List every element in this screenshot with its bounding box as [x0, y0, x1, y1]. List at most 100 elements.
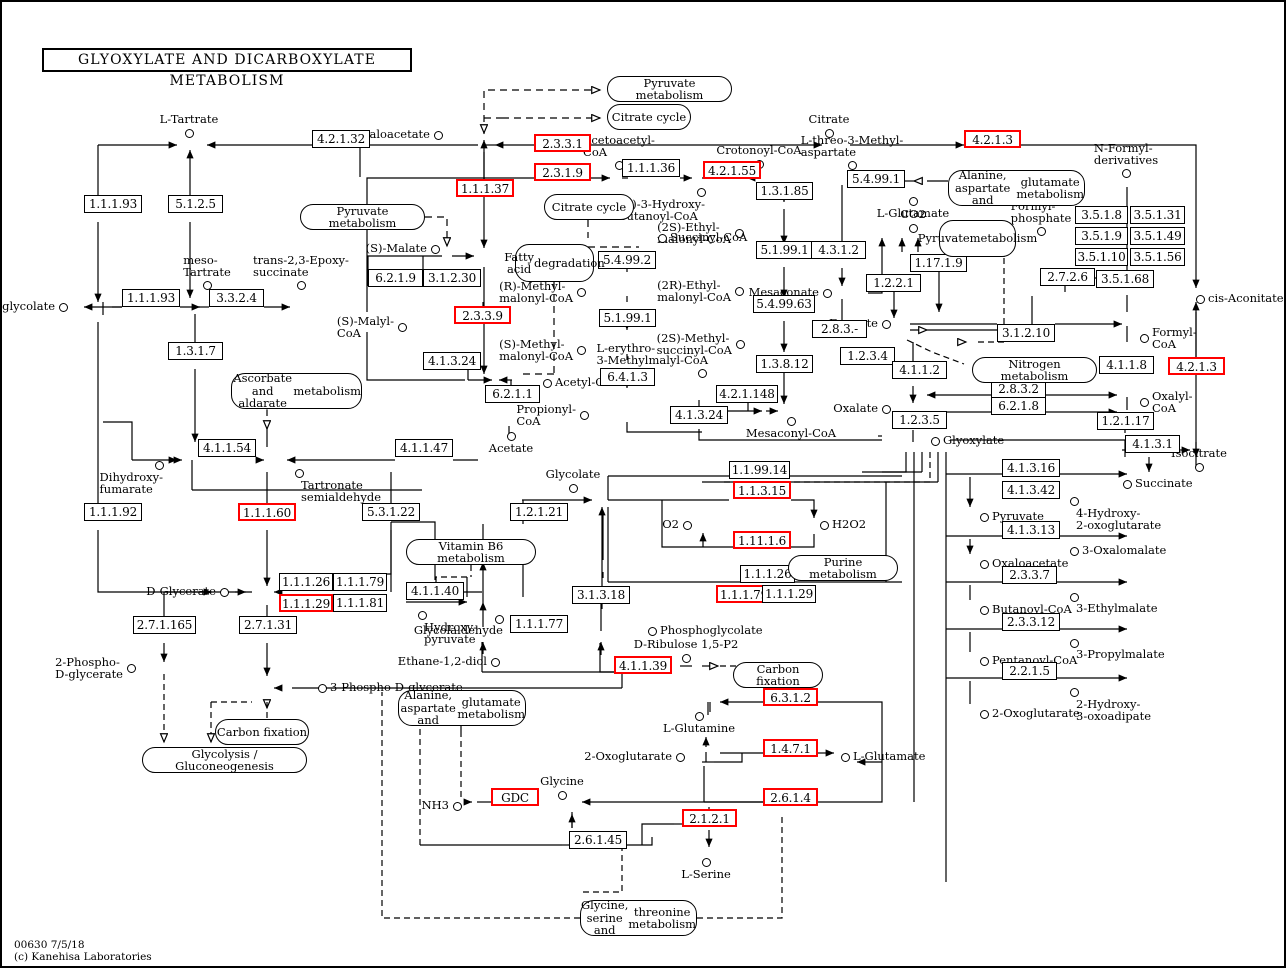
enzyme-box-ec-1-2-1-17[interactable]: 1.2.1.17: [1097, 412, 1154, 430]
compound-node-mesaconyl-coa[interactable]: [786, 416, 796, 426]
compound-node-glyoxylate[interactable]: [930, 436, 940, 446]
enzyme-box-ec-5-4-99-2[interactable]: 5.4.99.2: [598, 251, 656, 269]
compound-node-pyruvate-r[interactable]: [979, 512, 989, 522]
compound-node-l-glutamine[interactable]: [694, 711, 704, 721]
compound-node-dihydroxyfumarate[interactable]: [154, 460, 164, 470]
enzyme-box-ec-4-2-1-32[interactable]: 4.2.1.32: [312, 130, 370, 148]
compound-node-l-serine[interactable]: [701, 857, 711, 867]
compound-node-2-hydroxy-3-oxoadipate[interactable]: [1069, 687, 1079, 697]
enzyme-box-ec-6-2-1-1[interactable]: 6.2.1.1: [485, 385, 540, 403]
enzyme-box-ec-1-1-1-77[interactable]: 1.1.1.77: [510, 615, 568, 633]
compound-node-cis-aconitate[interactable]: [1195, 294, 1205, 304]
compound-node-meso-tartrate[interactable]: [202, 280, 212, 290]
compound-node-tartronate-semialdehyde[interactable]: [294, 468, 304, 478]
enzyme-box-ec-2-7-1-31[interactable]: 2.7.1.31: [239, 616, 297, 634]
compound-node-ethane-1-2-diol[interactable]: [490, 657, 500, 667]
enzyme-box-ec-4-1-1-39[interactable]: 4.1.1.39: [614, 656, 672, 674]
enzyme-box-ec-1-1-1-81[interactable]: 1.1.1.81: [333, 594, 387, 612]
compound-node-3-ethylmalate[interactable]: [1069, 592, 1079, 602]
enzyme-box-ec-5-1-2-5[interactable]: 5.1.2.5: [168, 195, 223, 213]
compound-node-3-propylmalate[interactable]: [1069, 638, 1079, 648]
enzyme-box-ec-1-1-1-37[interactable]: 1.1.1.37: [456, 179, 514, 197]
compound-node-2-phospho-d-glycerate[interactable]: [126, 663, 136, 673]
compound-node-l-tartrate[interactable]: [184, 128, 194, 138]
compound-node-2s-methylsuccinyl-coa[interactable]: [735, 339, 745, 349]
enzyme-box-ec-1-3-1-85[interactable]: 1.3.1.85: [756, 182, 813, 200]
enzyme-box-ec-2-6-1-45[interactable]: 2.6.1.45: [569, 831, 627, 849]
compound-node-succinate[interactable]: [1122, 479, 1132, 489]
compound-node-hydroxypyruvate[interactable]: [417, 610, 427, 620]
enzyme-box-ec-4-1-3-16[interactable]: 4.1.3.16: [1002, 459, 1060, 477]
pathway-link-pw-vitamin-b6[interactable]: Vitamin B6 metabolism: [406, 539, 536, 565]
compound-node-glycolate[interactable]: [568, 483, 578, 493]
enzyme-box-ec-2-6-1-4[interactable]: 2.6.1.4: [763, 788, 818, 806]
compound-node-oxaloglycolate[interactable]: [58, 302, 68, 312]
compound-node-glycolaldehyde[interactable]: [494, 614, 504, 624]
compound-node-2r-ethylmalonyl-coa[interactable]: [734, 286, 744, 296]
enzyme-box-ec-1-1-1-93-b[interactable]: 1.1.1.93: [122, 289, 180, 307]
compound-node-2-oxoglutarate-bot[interactable]: [675, 752, 685, 762]
enzyme-box-ec-4-2-1-3-b[interactable]: 4.2.1.3: [1168, 357, 1225, 375]
enzyme-box-ec-4-1-1-8[interactable]: 4.1.1.8: [1099, 356, 1154, 374]
enzyme-box-ec-2-3-3-7[interactable]: 2.3.3.7: [1002, 566, 1057, 584]
enzyme-box-ec-2-8-3-2[interactable]: 2.8.3.2: [991, 380, 1046, 398]
compound-node-isocitrate[interactable]: [1194, 462, 1204, 472]
pathway-link-pw-purine[interactable]: Purine metabolism: [788, 555, 898, 581]
compound-node-acetyl-coa[interactable]: [542, 378, 552, 388]
enzyme-box-ec-3-5-1-8[interactable]: 3.5.1.8: [1075, 206, 1128, 224]
compound-node-pentanoyl-coa[interactable]: [979, 656, 989, 666]
compound-node-formyl-coa[interactable]: [1139, 333, 1149, 343]
enzyme-box-ec-3-5-1-56[interactable]: 3.5.1.56: [1130, 248, 1185, 266]
enzyme-box-ec-1-1-1-93-a[interactable]: 1.1.1.93: [84, 195, 142, 213]
pathway-link-pw-citrate-cycle-mid[interactable]: Citrate cycle: [544, 194, 634, 220]
enzyme-box-ec-2-7-1-165[interactable]: 2.7.1.165: [133, 616, 196, 634]
enzyme-box-ec-3-1-2-30[interactable]: 3.1.2.30: [423, 269, 481, 287]
compound-node-s-malate[interactable]: [430, 244, 440, 254]
enzyme-box-ec-2-2-1-5[interactable]: 2.2.1.5: [1002, 662, 1057, 680]
pathway-link-pw-carbon-fixation-b[interactable]: Carbon fixation: [215, 719, 309, 745]
enzyme-box-ec-4-3-1-2[interactable]: 4.3.1.2: [811, 241, 866, 259]
pathway-link-pw-nitrogen[interactable]: Nitrogen metabolism: [972, 357, 1097, 383]
enzyme-box-ec-4-1-1-40[interactable]: 4.1.1.40: [406, 582, 464, 600]
enzyme-box-ec-4-2-1-3-a[interactable]: 4.2.1.3: [964, 130, 1021, 148]
enzyme-box-ec-1-1-1-29-b[interactable]: 1.1.1.29: [762, 585, 816, 603]
compound-node-2s-ethylmalonyl-coa[interactable]: [734, 228, 744, 238]
compound-node-r-methylmalonyl-coa[interactable]: [576, 287, 586, 297]
enzyme-box-ec-1-1-99-14[interactable]: 1.1.99.14: [729, 461, 790, 479]
enzyme-box-ec-1-3-1-7[interactable]: 1.3.1.7: [168, 342, 223, 360]
enzyme-box-ec-1-2-3-4[interactable]: 1.2.3.4: [840, 347, 895, 365]
compound-node-s-methylmalonyl-coa[interactable]: [576, 345, 586, 355]
enzyme-box-ec-2-7-2-6[interactable]: 2.7.2.6: [1040, 268, 1095, 286]
enzyme-box-ec-1-4-7-1[interactable]: 1.4.7.1: [763, 739, 818, 757]
enzyme-box-ec-1-1-1-79-a[interactable]: 1.1.1.79: [333, 573, 387, 591]
compound-node-citrate[interactable]: [824, 128, 834, 138]
enzyme-box-ec-1-2-1-21[interactable]: 1.2.1.21: [510, 503, 568, 521]
compound-node-3-oxalomalate[interactable]: [1069, 546, 1079, 556]
enzyme-box-ec-1-2-3-5[interactable]: 1.2.3.5: [892, 411, 947, 429]
enzyme-box-ec-6-4-1-3[interactable]: 6.4.1.3: [600, 368, 655, 386]
pathway-link-pw-pyruvate-left[interactable]: Pyruvate metabolism: [300, 204, 425, 230]
enzyme-box-ec-2-3-1-9[interactable]: 2.3.1.9: [534, 163, 591, 181]
compound-node-oxaloacetate-r[interactable]: [979, 559, 989, 569]
compound-node-o2[interactable]: [682, 520, 692, 530]
enzyme-box-ec-4-2-1-55[interactable]: 4.2.1.55: [703, 161, 761, 179]
enzyme-box-ec-1-1-1-26-a[interactable]: 1.1.1.26: [279, 573, 333, 591]
enzyme-box-ec-4-1-3-24-a[interactable]: 4.1.3.24: [423, 352, 481, 370]
compound-node-propionyl-coa[interactable]: [579, 410, 589, 420]
enzyme-box-ec-4-1-3-13[interactable]: 4.1.3.13: [1002, 521, 1060, 539]
enzyme-box-ec-2-1-2-1[interactable]: 2.1.2.1: [682, 809, 737, 827]
compound-node-succinyl-coa[interactable]: [657, 233, 667, 243]
enzyme-box-ec-1-3-8-12[interactable]: 1.3.8.12: [756, 355, 813, 373]
enzyme-box-ec-4-1-3-42[interactable]: 4.1.3.42: [1002, 481, 1060, 499]
enzyme-box-ec-1-1-1-29-a[interactable]: 1.1.1.29: [279, 594, 333, 612]
enzyme-box-ec-4-1-1-47[interactable]: 4.1.1.47: [395, 439, 453, 457]
enzyme-box-ec-5-3-1-22[interactable]: 5.3.1.22: [362, 503, 420, 521]
enzyme-box-ec-3-5-1-31[interactable]: 3.5.1.31: [1130, 206, 1185, 224]
compound-node-acetate[interactable]: [506, 431, 516, 441]
enzyme-box-ec-6-3-1-2[interactable]: 6.3.1.2: [763, 688, 818, 706]
enzyme-box-ec-5-1-99-1-b[interactable]: 5.1.99.1: [599, 309, 656, 327]
enzyme-box-ec-4-1-3-1[interactable]: 4.1.3.1: [1125, 435, 1180, 453]
enzyme-box-ec-1-11-1-6[interactable]: 1.11.1.6: [733, 531, 791, 549]
compound-node-2-oxoglutarate-r[interactable]: [979, 709, 989, 719]
